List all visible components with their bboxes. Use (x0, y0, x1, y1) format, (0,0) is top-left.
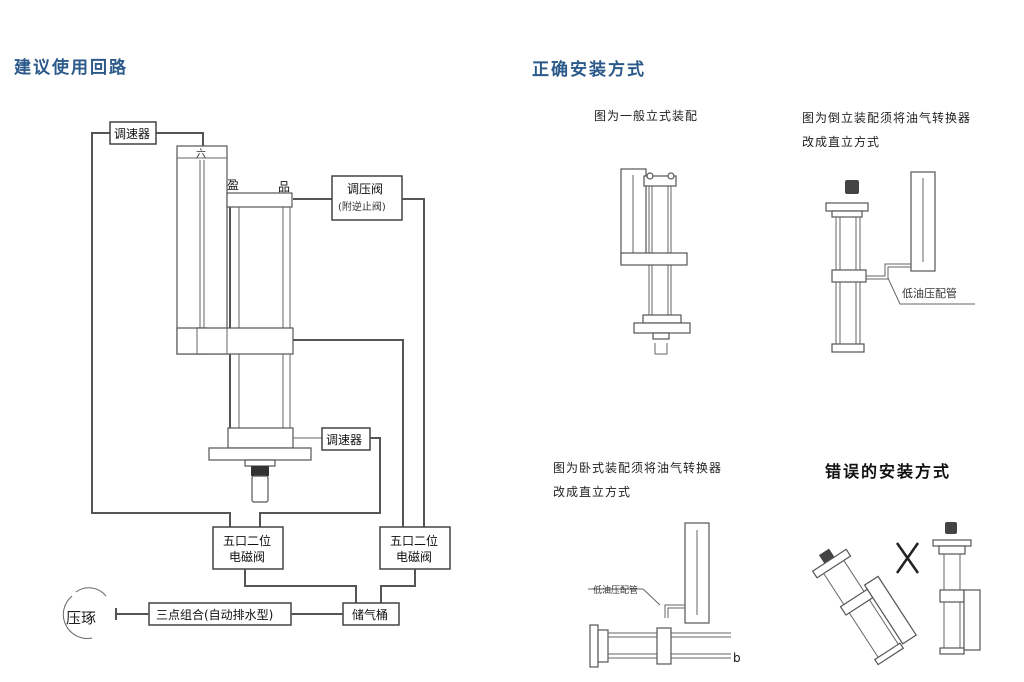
left-section-title: 建议使用回路 (14, 58, 128, 78)
caption-vertical-install: 图为一般立式装配 (594, 109, 699, 123)
cylinder-bottom-block (227, 427, 294, 449)
solenoid-right-label-line2: 电磁阀 (396, 549, 432, 564)
caption-horizontal-install-line1: 图为卧式装配须将油气转换器 (553, 461, 723, 475)
caption-inverted-install-line1: 图为倒立装配须将油气转换器 (802, 111, 972, 125)
solenoid-valve-right (379, 526, 451, 570)
piston-rod (251, 475, 269, 503)
circuit-diagram: 六 盈 品 调速器 调压阀 (附逆止阀) 调速器 (62, 121, 451, 639)
frl-unit-label: 三点组合(自动排水型) (156, 607, 273, 622)
speed-regulator-bottom-label: 调速器 (326, 433, 362, 447)
pipe-solenoid-left-to-tank (244, 569, 357, 603)
oil-gas-converter (176, 145, 228, 355)
marker-b: b (733, 651, 741, 665)
cylinder-flange (208, 447, 312, 461)
marker-top: 六 (196, 148, 206, 160)
speed-regulator-top-label: 调速器 (114, 127, 150, 141)
solenoid-left-label-line1: 五口二位 (223, 533, 271, 548)
caption-horizontal-install-line2: 改成直立方式 (553, 485, 632, 499)
solenoid-right-label-line1: 五口二位 (390, 533, 438, 548)
pipe-pressure-valve-to-solenoid (402, 198, 425, 527)
pipe-solenoid-right-to-tank (380, 569, 416, 603)
cylinder-middle-block (176, 327, 294, 355)
wrong-install-title: 错误的安装方式 (825, 462, 952, 481)
low-oil-pipe-label-inverted: 低油压配管 (902, 286, 957, 300)
solenoid-valve-left (212, 526, 284, 570)
air-source-arc (62, 595, 93, 639)
solenoid-left-label-line2: 电磁阀 (229, 549, 265, 564)
pipe-top-regulator-to-solenoid (91, 132, 231, 527)
pipe-middle-to-solenoid (293, 339, 404, 527)
pressure-valve-label-line2: (附逆止阀) (338, 200, 386, 213)
caption-inverted-install-line2: 改成直立方式 (802, 135, 881, 149)
marker-right: 品 (278, 180, 290, 194)
piston-rod-head (251, 466, 269, 476)
pressure-valve-label-line1: 调压阀 (347, 182, 383, 196)
speed-regulator-top (109, 121, 157, 145)
pipe-bottom-regulator-to-solenoid (259, 437, 381, 527)
horizontal-install-figure: 低油压配管 b (588, 522, 741, 668)
marker-left: 盈 (227, 178, 239, 192)
right-section-title: 正确安装方式 (532, 60, 646, 80)
wrong-install-figure (811, 522, 981, 666)
air-tank-label: 储气桶 (352, 607, 388, 622)
air-source-label: 压琢 (66, 609, 96, 627)
inverted-install-figure: 低油压配管 (825, 171, 975, 353)
vertical-install-figure (620, 168, 691, 355)
cylinder-top-cap (226, 192, 293, 208)
low-oil-pipe-label-horizontal: 低油压配管 (593, 584, 638, 596)
pipe-top-regulator-to-converter (156, 132, 204, 146)
